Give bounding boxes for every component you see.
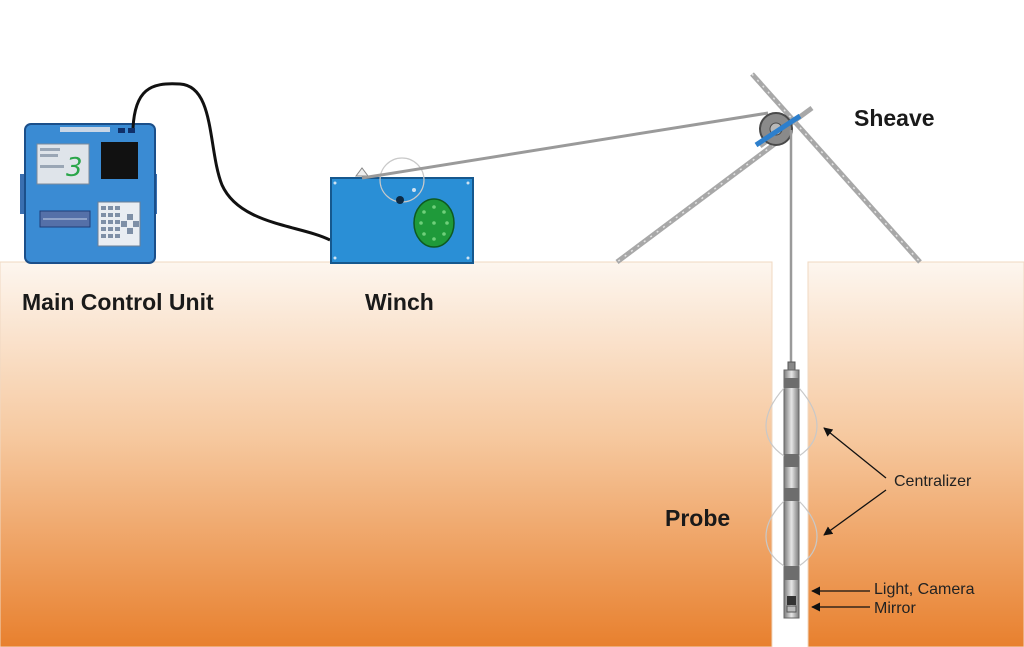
annotation-arrows [811, 427, 887, 612]
label-winch: Winch [365, 289, 434, 315]
device-display [101, 142, 138, 179]
device-screen-digit: 3 [66, 153, 83, 183]
label-main-control-unit: Main Control Unit [22, 289, 214, 315]
label-centralizer: Centralizer [894, 473, 972, 490]
sheave-wheel [754, 112, 802, 148]
sheave-tripod [615, 72, 922, 265]
control-cable [131, 82, 331, 242]
ground-right [807, 261, 1024, 647]
device-keypad [97, 201, 141, 247]
label-sheave: Sheave [854, 105, 935, 131]
winch [330, 157, 474, 264]
centralizer-bows [765, 387, 818, 567]
label-light-camera: Light, Camera [874, 581, 975, 598]
label-mirror: Mirror [874, 600, 916, 617]
ground-left [0, 261, 773, 647]
winch-cable [361, 111, 769, 180]
probe [783, 361, 800, 619]
label-probe: Probe [665, 505, 731, 531]
device-screen [36, 143, 90, 185]
main-control-unit: 3 [20, 123, 157, 264]
